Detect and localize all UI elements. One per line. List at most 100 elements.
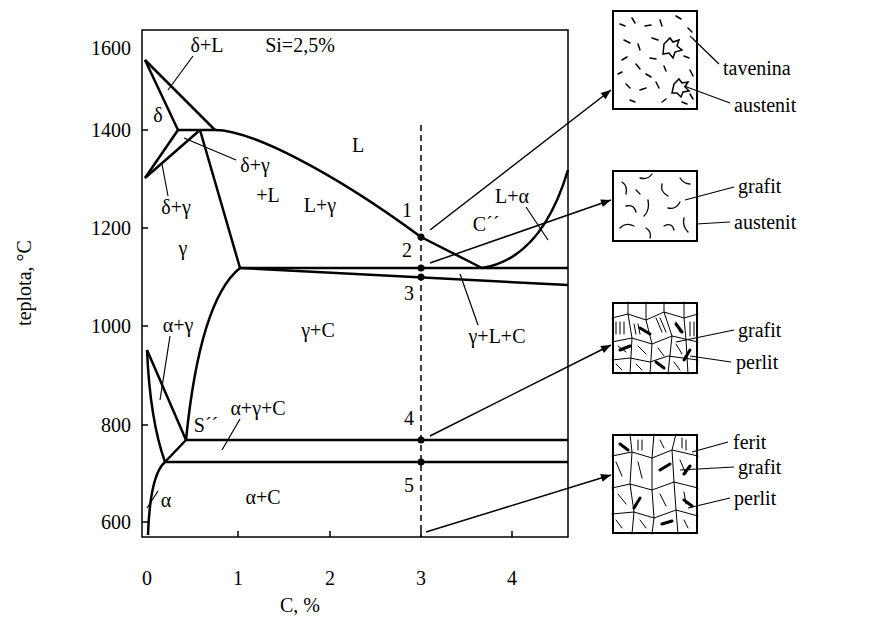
micrograph-melt bbox=[618, 16, 693, 104]
structure-label: grafit bbox=[737, 176, 782, 196]
phase-label: α+γ+C bbox=[229, 398, 286, 418]
axis-tick-label: 1600 bbox=[90, 38, 132, 58]
micrograph-ferrite-graphite-pearlite bbox=[620, 444, 692, 524]
phase-label: α+γ bbox=[162, 315, 195, 335]
structure-label: grafit bbox=[737, 320, 782, 340]
axis-tick-label: 1200 bbox=[90, 218, 132, 238]
structure-label: perlit bbox=[733, 488, 777, 508]
phase-label: +L bbox=[255, 185, 281, 205]
micrograph-ferrite-graphite-pearlite bbox=[616, 438, 688, 528]
micrograph-graphite-pearlite bbox=[612, 302, 698, 374]
micrograph-graphite-austenite bbox=[620, 174, 690, 238]
phase-boundary bbox=[165, 440, 186, 462]
composition-note: Si=2,5% bbox=[264, 35, 336, 55]
phase-label: C´´ bbox=[472, 214, 501, 234]
phase-boundary bbox=[240, 267, 568, 270]
leader-line bbox=[696, 222, 730, 224]
micrograph-frame bbox=[612, 170, 698, 242]
axis-tick-label: 0 bbox=[141, 568, 153, 588]
point-dot bbox=[418, 265, 425, 272]
micrograph-melt bbox=[618, 16, 693, 104]
phase-label: γ+L+C bbox=[468, 326, 527, 346]
axis-tick-label: 1400 bbox=[90, 120, 132, 140]
leader-line bbox=[160, 336, 170, 400]
micrograph-panel: grafit austenit bbox=[612, 170, 801, 242]
phase-label: γ+C bbox=[300, 320, 335, 340]
micrograph-melt bbox=[663, 38, 682, 58]
phase-boundary bbox=[200, 130, 240, 268]
micrograph-graphite-pearlite bbox=[612, 302, 698, 374]
leader-line bbox=[676, 330, 734, 342]
phase-boundary bbox=[147, 350, 165, 462]
phase-boundary bbox=[145, 130, 200, 178]
phase-label: L bbox=[351, 135, 365, 155]
axis-tick-label: 1 bbox=[232, 568, 244, 588]
phase-boundary bbox=[147, 350, 186, 440]
leader-line bbox=[147, 36, 734, 508]
phase-label: δ+γ bbox=[160, 197, 192, 217]
leader-line bbox=[222, 419, 240, 450]
leader-line bbox=[168, 56, 193, 90]
point-number: 2 bbox=[401, 240, 413, 260]
phase-label: α+C bbox=[244, 487, 281, 507]
structure-label: perlit bbox=[735, 352, 779, 372]
arrow bbox=[426, 90, 611, 532]
phase-label: α bbox=[160, 490, 172, 510]
axis-title: C, % bbox=[279, 595, 321, 615]
phase-label: δ bbox=[152, 105, 163, 125]
point-dot bbox=[418, 234, 425, 241]
axis-tick-label: 2 bbox=[324, 568, 336, 588]
axis-tick-label: 800 bbox=[100, 415, 132, 435]
arrow bbox=[426, 475, 611, 532]
micrograph-ferrite-graphite-pearlite bbox=[612, 434, 698, 534]
point-dot bbox=[418, 459, 425, 466]
axis-tick-label: 4 bbox=[506, 568, 518, 588]
phase-boundary bbox=[145, 60, 215, 130]
point-number: 5 bbox=[403, 475, 415, 495]
structure-label: grafit bbox=[737, 457, 782, 477]
plot-frame bbox=[142, 30, 568, 537]
plot-frame bbox=[142, 130, 148, 522]
leader-line bbox=[690, 36, 719, 64]
micrograph-melt bbox=[672, 79, 689, 97]
structure-label: austenit bbox=[733, 95, 797, 115]
axis-title: teplota, °C bbox=[14, 239, 34, 327]
phase-label: γ bbox=[178, 238, 189, 258]
plot-frame bbox=[142, 30, 568, 537]
phase-boundary bbox=[145, 60, 178, 130]
phase-boundary bbox=[215, 130, 482, 268]
point-dot bbox=[418, 274, 425, 281]
phase-boundary bbox=[178, 129, 215, 132]
axis-tick-label: 1000 bbox=[90, 316, 132, 336]
plot-frame bbox=[238, 531, 512, 537]
leader-line bbox=[460, 274, 478, 325]
micrograph-frame bbox=[612, 434, 698, 534]
micrograph-frame bbox=[612, 10, 698, 110]
phase-boundary bbox=[145, 60, 568, 535]
phase-label: L+α bbox=[494, 186, 530, 206]
axis-tick-label: 600 bbox=[100, 512, 132, 532]
axis-tick-label: 3 bbox=[415, 568, 427, 588]
phase-label: δ+L bbox=[190, 35, 225, 55]
micrograph-panel: grafit perlit bbox=[612, 302, 786, 376]
structure-label: ferit bbox=[732, 432, 767, 452]
structure-label: tavenina bbox=[722, 58, 792, 78]
point-number: 3 bbox=[403, 283, 415, 303]
micrograph-frame bbox=[612, 302, 698, 374]
micrograph-graphite-pearlite bbox=[620, 324, 690, 368]
phase-label: δ+γ bbox=[239, 155, 271, 175]
micrograph-graphite-austenite bbox=[620, 174, 690, 238]
arrow bbox=[430, 200, 611, 263]
point-dot bbox=[418, 437, 425, 444]
micrograph-ferrite-graphite-pearlite bbox=[612, 434, 698, 534]
structure-label: austenit bbox=[733, 212, 797, 232]
micrograph-panel: ferit grafit perlit bbox=[612, 434, 786, 534]
micrograph-graphite-pearlite bbox=[616, 318, 694, 370]
leader-line bbox=[162, 164, 168, 196]
micrograph-panel: tavenina austenit bbox=[612, 10, 801, 119]
leader-line bbox=[685, 187, 734, 200]
leader-line bbox=[688, 498, 730, 508]
point-label: S´´ bbox=[193, 415, 219, 435]
arrow bbox=[430, 345, 611, 436]
